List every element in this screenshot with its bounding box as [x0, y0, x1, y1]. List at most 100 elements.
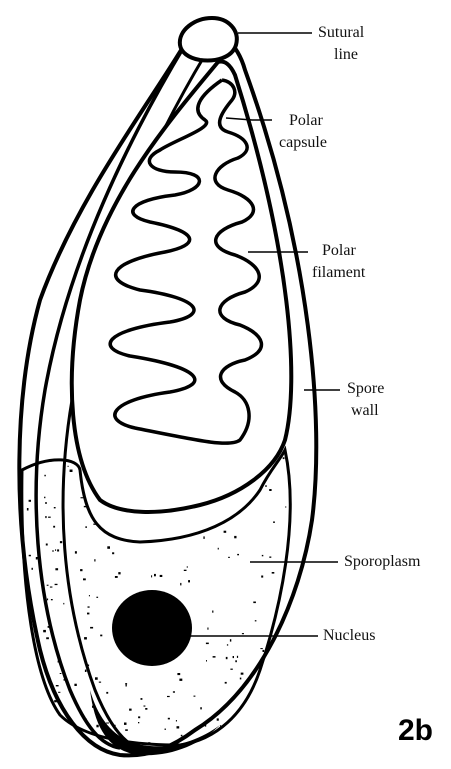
stipple-dot — [233, 656, 234, 658]
stipple-dot — [81, 497, 84, 498]
label-spore-wall-2: wall — [347, 400, 384, 422]
stipple-dot — [96, 725, 98, 728]
stipple-dot — [176, 720, 177, 722]
panel-label: 2b — [398, 714, 433, 748]
label-spore-wall-1: Spore — [347, 378, 384, 400]
label-polar-capsule-2: capsule — [279, 132, 327, 154]
stipple-dot — [58, 661, 61, 663]
stipple-dot — [64, 679, 66, 681]
label-nucleus-1: Nucleus — [323, 625, 375, 647]
stipple-dot — [168, 718, 170, 720]
stipple-dot — [30, 727, 32, 729]
stipple-dot — [96, 597, 98, 598]
stipple-dot — [46, 544, 48, 546]
stipple-dot — [261, 576, 263, 578]
stipple-dot — [43, 630, 46, 632]
stipple-dot — [29, 500, 31, 502]
stipple-dot — [160, 575, 163, 577]
stipple-dot — [39, 558, 41, 559]
stipple-dot — [237, 656, 238, 658]
stipple-dot — [38, 711, 40, 713]
stipple-dot — [48, 517, 51, 518]
stipple-dot — [36, 557, 38, 560]
stipple-dot — [125, 683, 127, 684]
stipple-dot — [94, 559, 95, 561]
stipple-dot — [225, 682, 227, 684]
stipple-dot — [138, 722, 139, 723]
stipple-dot — [55, 568, 58, 570]
stipple-dot — [63, 603, 64, 605]
stipple-dot — [53, 526, 55, 528]
stipple-dot — [177, 726, 180, 728]
stipple-dot — [84, 506, 86, 507]
stipple-dot — [55, 584, 58, 585]
stipple-dot — [77, 635, 78, 637]
stipple-dot — [177, 673, 180, 675]
stipple-dot — [205, 725, 206, 727]
stipple-dot — [129, 709, 132, 711]
stipple-dot — [87, 665, 89, 667]
stipple-dot — [126, 684, 127, 686]
stipple-dot — [70, 470, 73, 473]
stipple-dot — [107, 546, 110, 549]
stipple-dot — [200, 707, 202, 709]
stipple-dot — [50, 587, 53, 588]
stipple-dot — [44, 724, 46, 726]
stipple-dot — [27, 683, 29, 685]
stipple-dot — [184, 570, 187, 571]
stipple-dot — [106, 692, 108, 694]
stipple-dot — [260, 648, 262, 649]
stipple-dot — [27, 508, 29, 511]
stipple-dot — [230, 669, 232, 670]
stipple-dot — [144, 706, 146, 707]
stipple-dot — [226, 657, 228, 659]
stipple-dot — [47, 585, 49, 586]
stipple-dot — [154, 574, 156, 576]
stipple-dot — [106, 723, 109, 724]
stipple-dot — [80, 569, 82, 571]
stipple-dot — [173, 691, 175, 692]
stipple-dot — [272, 572, 275, 574]
stipple-dot — [85, 670, 87, 672]
stipple-dot — [273, 521, 275, 523]
stipple-dot — [103, 730, 105, 731]
stipple-dot — [263, 650, 265, 652]
label-polar-filament-1: Polar — [312, 240, 365, 262]
stipple-dot — [227, 644, 228, 645]
stipple-dot — [280, 710, 282, 711]
stipple-dot — [206, 660, 207, 661]
stipple-dot — [83, 578, 86, 580]
stipple-dot — [265, 485, 267, 486]
stipple-dot — [235, 660, 237, 662]
stipple-dot — [228, 557, 230, 558]
stipple-dot — [194, 696, 196, 697]
stipple-dot — [125, 729, 128, 731]
stipple-dot — [93, 524, 96, 525]
stipple-dot — [32, 568, 33, 570]
stipple-dot — [44, 475, 45, 477]
stipple-dot — [45, 502, 47, 503]
label-polar-filament: Polar filament — [312, 240, 365, 284]
stipple-dot — [286, 740, 288, 741]
stipple-dot — [55, 549, 56, 550]
stipple-dot — [188, 580, 190, 582]
stipple-dot — [141, 698, 143, 700]
label-sutural-line: Sutural line — [318, 22, 364, 66]
label-polar-filament-2: filament — [312, 262, 365, 284]
stipple-dot — [253, 602, 256, 604]
stipple-dot — [74, 684, 76, 686]
stipple-dot — [203, 536, 204, 539]
stipple-dot — [234, 536, 236, 538]
stipple-dot — [86, 718, 87, 719]
stipple-dot — [84, 637, 87, 639]
stipple-dot — [47, 599, 48, 601]
stipple-dot — [87, 613, 89, 615]
stipple-dot — [43, 710, 45, 712]
stipple-dot — [148, 742, 150, 743]
label-nucleus: Nucleus — [323, 625, 375, 647]
stipple-dot — [224, 531, 227, 533]
stipple-dot — [113, 725, 115, 727]
nucleus — [112, 590, 192, 666]
stipple-dot — [85, 526, 87, 527]
label-polar-capsule-1: Polar — [279, 110, 327, 132]
